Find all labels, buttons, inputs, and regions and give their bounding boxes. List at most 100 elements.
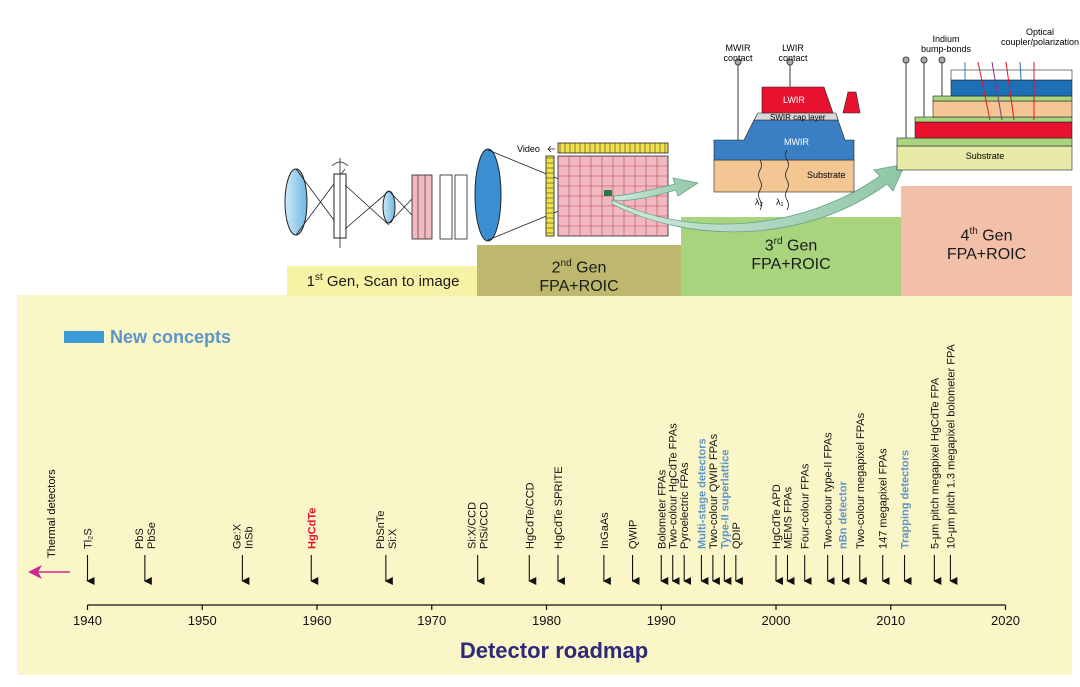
thermal-detectors-label: Thermal detectors: [46, 469, 58, 558]
roadmap-entry: Two-colour type-II FPAs: [823, 432, 835, 585]
axis-tick-label: 1970: [417, 613, 446, 628]
roadmap-entry: Multi-stage detectors: [696, 438, 709, 585]
legend-swatch: [64, 331, 104, 343]
svg-text:Indium: Indium: [932, 34, 959, 44]
entry-label: PbSnTe: [375, 510, 387, 549]
entry-label: Pyroelectric FPAs: [679, 462, 691, 549]
roadmap-entry: Four-colour FPAs: [800, 463, 812, 585]
svg-text:LWIR: LWIR: [782, 43, 804, 53]
entry-label: Four-colour FPAs: [800, 463, 812, 549]
entry-label: 147 megapixel FPAs: [878, 448, 890, 549]
entry-label: 5-μm pitch megapixel HgCdTe FPA: [929, 377, 941, 549]
svg-text:SWIR cap layer: SWIR cap layer: [770, 113, 826, 122]
roadmap-background: [17, 295, 1072, 675]
axis-tick-label: 2020: [991, 613, 1020, 628]
scanner-illustration: [284, 158, 468, 248]
roadmap-entry: 10-μm pitch 1.3 megapixel bolometer FPA: [945, 343, 958, 585]
two-colour-pixel-illustration: LWIR SWIR cap layer MWIR Substrate λ₂ λ₁…: [713, 43, 861, 211]
progress-arrow: [613, 177, 700, 201]
roadmap-entry: MEMS FPAs: [782, 486, 795, 585]
roadmap-entry: nBn detector: [838, 480, 850, 585]
svg-text:contact: contact: [723, 53, 753, 63]
roadmap-entry: QDIP: [731, 522, 743, 585]
entry-label: PbS: [134, 528, 146, 549]
entry-label: InGaAs: [599, 512, 611, 549]
entry-label: Bolometer FPAs: [656, 469, 668, 549]
svg-text:coupler/polarization: coupler/polarization: [1001, 37, 1079, 47]
roadmap-entry: 147 megapixel FPAs: [878, 448, 890, 585]
entry-label: MEMS FPAs: [782, 486, 794, 549]
axis-tick-label: 1950: [188, 613, 217, 628]
roadmap-entry: InGaAs: [599, 512, 611, 585]
entry-label: QWIP: [628, 520, 640, 549]
svg-text:Substrate: Substrate: [807, 170, 846, 180]
entry-label: Two-colour QWIP FPAs: [708, 433, 720, 549]
roadmap-entry: Type-II superlattice: [719, 450, 732, 585]
gen3-label: 3rd Gen FPA+ROIC: [751, 236, 831, 273]
entry-label: nBn detector: [838, 480, 850, 549]
entry-label: Two-colour type-II FPAs: [823, 432, 835, 549]
roadmap-entry: Two-colour QWIP FPAs: [708, 433, 720, 585]
axis-tick-label: 1940: [73, 613, 102, 628]
entry-label: Two-colour megapixel FPAs: [855, 412, 867, 549]
roadmap-entry: QWIP: [628, 520, 640, 585]
axis-tick-label: 2010: [876, 613, 905, 628]
gen1-label: 1st Gen, Scan to image: [306, 272, 460, 290]
readout-column-icon: [545, 155, 555, 237]
gen2-label: 2nd Gen FPA+ROIC: [539, 258, 619, 295]
roadmap-entry: HgCdTe APD: [771, 484, 783, 585]
axis-tick-label: 1990: [647, 613, 676, 628]
gen1-band: [287, 266, 477, 296]
roadmap-entry: Pyroelectric FPAs: [679, 462, 692, 585]
stacked-fpa-illustration: Substrate Indium bump-bonds Optical coup…: [896, 27, 1079, 171]
video-label: Video: [517, 144, 540, 154]
entry-label: HgCdTe/CCD: [524, 482, 536, 549]
svg-text:λ₁: λ₁: [776, 197, 784, 207]
entry-label: 10-μm pitch 1.3 megapixel bolometer FPA: [945, 343, 957, 549]
thermal-detectors-marker: Thermal detectors: [28, 469, 70, 579]
entry-label: Tl₂S: [83, 528, 95, 549]
roadmap-entry: Two-colour HgCdTe FPAs: [668, 423, 680, 585]
entry-label: QDIP: [731, 522, 743, 549]
entry-label: HgCdTe APD: [771, 484, 783, 549]
axis-tick-label: 1980: [532, 613, 561, 628]
progress-arrow: [611, 163, 906, 233]
year-axis: 1940 1950 1960 1970 1980 1990 2000 2010 2020: [73, 604, 1020, 628]
entry-label: Multi-stage detectors: [696, 438, 708, 549]
axis-tick-label: 2000: [762, 613, 791, 628]
svg-text:contact: contact: [778, 53, 808, 63]
svg-text:Optical: Optical: [1026, 27, 1054, 37]
gen2-band: [477, 245, 681, 296]
entry-label: Si:X/CCD: [467, 502, 479, 549]
entry-label: Ge:X: [231, 523, 243, 549]
entry-label: HgCdTe: [306, 508, 318, 549]
fpa-illustration: Video: [474, 142, 669, 242]
gen4-band: [901, 186, 1072, 296]
roadmap-entry: Trapping detectors: [900, 450, 912, 585]
entry-label: Trapping detectors: [900, 450, 912, 549]
svg-text:λ₂: λ₂: [755, 197, 764, 207]
roadmap-entry: Bolometer FPAs: [656, 469, 669, 585]
entry-label: HgCdTe SPRITE: [553, 466, 565, 549]
roadmap-entry: Tl₂S: [83, 528, 95, 585]
entry-label: PbSe: [146, 522, 158, 549]
roadmap-entry: HgCdTe SPRITE: [553, 466, 565, 585]
roadmap-entry: 5-μm pitch megapixel HgCdTe FPA: [929, 377, 942, 585]
entry-label: Type-II superlattice: [719, 450, 731, 549]
axis-tick-label: 1960: [303, 613, 332, 628]
svg-text:MWIR: MWIR: [784, 137, 809, 147]
roadmap-title: Detector roadmap: [460, 638, 648, 663]
svg-text:bump-bonds: bump-bonds: [921, 44, 972, 54]
entry-label: InSb: [243, 526, 255, 549]
roadmap-entry: HgCdTe: [306, 508, 319, 585]
linear-array-icon: [411, 174, 468, 240]
roadmap-entry: HgCdTe/CCD: [524, 482, 537, 585]
entry-label: PtSi/CCD: [479, 502, 491, 549]
entry-label: Two-colour HgCdTe FPAs: [668, 423, 680, 549]
entry-label: Si:X: [387, 528, 399, 549]
